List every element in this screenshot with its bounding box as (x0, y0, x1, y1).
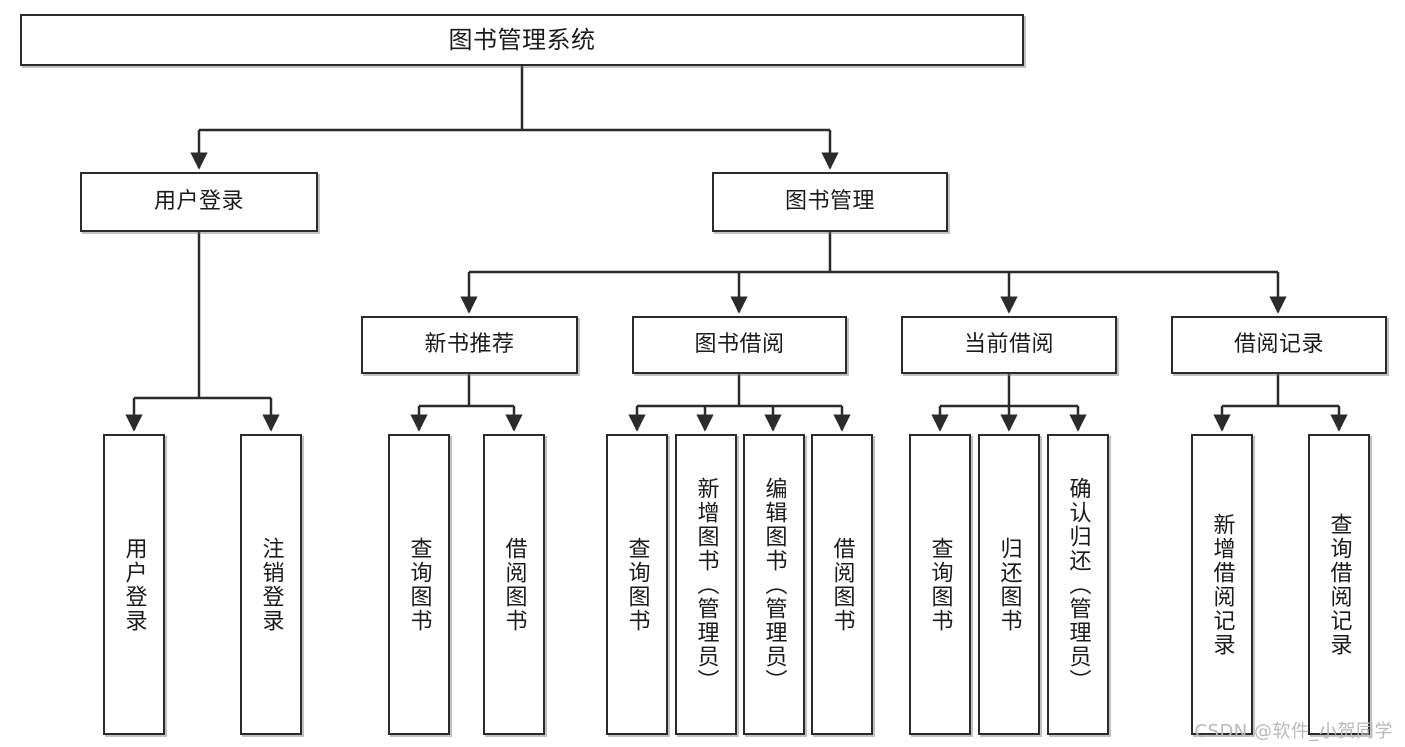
node-current-borrow-label: 当前借阅 (963, 331, 1054, 357)
leaf-add-record[interactable]: 新增借阅记录 (1191, 434, 1253, 735)
leaf-borrow-book-1[interactable]: 借阅图书 (483, 434, 545, 735)
leaf-query-record[interactable]: 查询借阅记录 (1308, 434, 1370, 735)
leaf-add-book-label: 新增图书（管理员） (693, 476, 719, 693)
node-current-borrow[interactable]: 当前借阅 (901, 316, 1117, 374)
node-new-book-recommend-label: 新书推荐 (424, 331, 515, 357)
leaf-borrow-book-2[interactable]: 借阅图书 (811, 434, 873, 735)
leaf-borrow-book-2-label: 借阅图书 (829, 536, 855, 633)
leaf-user-login[interactable]: 用户登录 (103, 434, 165, 735)
leaf-add-record-label: 新增借阅记录 (1209, 512, 1235, 657)
leaf-confirm-return[interactable]: 确认归还（管理员） (1047, 434, 1109, 735)
node-root[interactable]: 图书管理系统 (20, 14, 1024, 66)
watermark-text: CSDN @软件_小贺同学 (1194, 721, 1393, 742)
node-borrow-record[interactable]: 借阅记录 (1171, 316, 1387, 374)
leaf-query-book-2[interactable]: 查询图书 (606, 434, 668, 735)
node-book-borrow[interactable]: 图书借阅 (632, 316, 847, 374)
node-root-label: 图书管理系统 (448, 25, 596, 54)
node-new-book-recommend[interactable]: 新书推荐 (361, 316, 578, 374)
node-book-manage[interactable]: 图书管理 (712, 172, 948, 232)
leaf-query-record-label: 查询借阅记录 (1326, 512, 1352, 657)
node-book-manage-label: 图书管理 (784, 188, 875, 214)
leaf-query-book-1[interactable]: 查询图书 (388, 434, 450, 735)
leaf-user-login-label: 用户登录 (121, 536, 147, 633)
leaf-logout-login-label: 注销登录 (258, 536, 284, 633)
leaf-edit-book[interactable]: 编辑图书（管理员） (743, 434, 805, 735)
leaf-query-book-3-label: 查询图书 (927, 536, 953, 633)
leaf-query-book-1-label: 查询图书 (406, 536, 432, 633)
node-borrow-record-label: 借阅记录 (1233, 331, 1324, 357)
node-user-login-label: 用户登录 (153, 188, 244, 214)
node-book-borrow-label: 图书借阅 (694, 331, 785, 357)
leaf-edit-book-label: 编辑图书（管理员） (761, 476, 787, 693)
leaf-borrow-book-1-label: 借阅图书 (501, 536, 527, 633)
leaf-return-book-label: 归还图书 (996, 536, 1022, 633)
node-user-login[interactable]: 用户登录 (80, 172, 318, 232)
leaf-logout-login[interactable]: 注销登录 (240, 434, 302, 735)
leaf-query-book-3[interactable]: 查询图书 (909, 434, 971, 735)
leaf-return-book[interactable]: 归还图书 (978, 434, 1040, 735)
leaf-confirm-return-label: 确认归还（管理员） (1065, 476, 1091, 693)
leaf-add-book[interactable]: 新增图书（管理员） (675, 434, 737, 735)
leaf-query-book-2-label: 查询图书 (624, 536, 650, 633)
